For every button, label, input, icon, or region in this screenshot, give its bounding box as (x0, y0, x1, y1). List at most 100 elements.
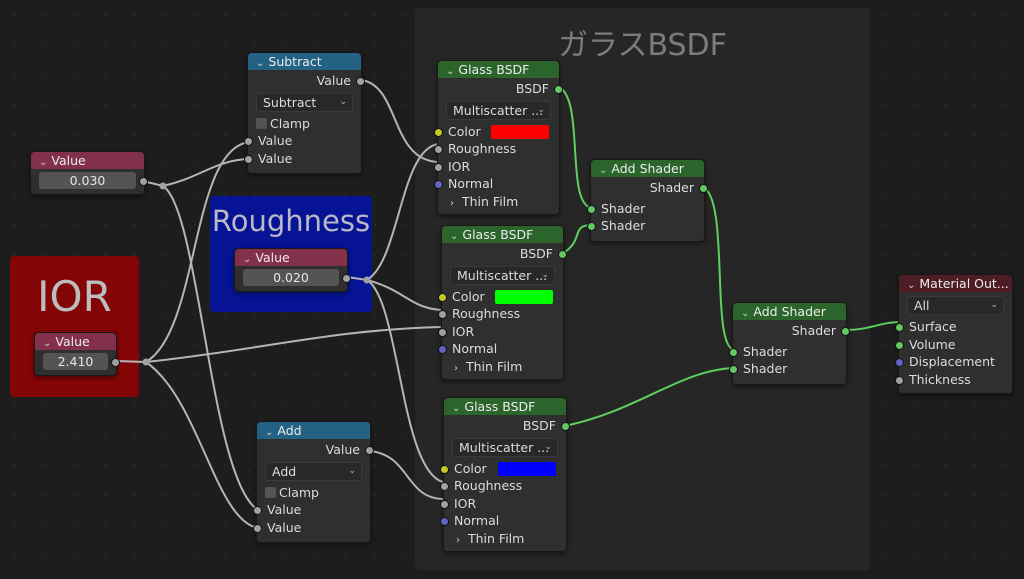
node-material-output[interactable]: ⌄Material Out... All⌄ Surface Volume Dis… (895, 274, 1013, 394)
socket-label: IOR (448, 158, 471, 174)
node-subtract[interactable]: ⌄Subtract Value Subtract⌄ Clamp Value Va… (244, 52, 365, 174)
input-row: Value (244, 150, 361, 168)
socket-label: Value (325, 442, 360, 457)
color-swatch[interactable] (498, 461, 556, 476)
output-socket-value[interactable] (365, 446, 374, 455)
node-header[interactable]: ⌄Glass BSDF (442, 226, 563, 243)
input-socket-color[interactable] (434, 127, 443, 137)
collapse-icon[interactable]: ⌄ (741, 308, 750, 319)
socket-label: Thickness (909, 371, 971, 387)
node-header[interactable]: ⌄Glass BSDF (444, 398, 566, 415)
input-socket-shader-1[interactable] (729, 347, 738, 357)
node-add[interactable]: ⌄Add Value Add⌄ Clamp Value Value (253, 421, 374, 543)
input-socket-normal[interactable] (438, 345, 447, 354)
collapse-icon[interactable]: ⌄ (39, 157, 48, 168)
value-field[interactable]: 0.030 (39, 172, 136, 189)
input-socket-value-1[interactable] (253, 506, 262, 515)
input-socket-normal[interactable] (434, 180, 443, 189)
input-socket-value-1[interactable] (244, 137, 253, 146)
input-socket-surface[interactable] (895, 323, 904, 332)
collapse-icon[interactable]: ⌄ (243, 254, 252, 265)
node-header[interactable]: ⌄Add (257, 422, 370, 439)
node-glass-bsdf-blue[interactable]: ⌄Glass BSDF BSDF Multiscatter ...⌄ Color… (440, 397, 570, 552)
value-field[interactable]: 0.020 (243, 269, 339, 286)
node-add-shader-2[interactable]: ⌄Add Shader Shader Shader Shader (729, 302, 850, 385)
checkbox-icon[interactable] (265, 486, 276, 498)
input-socket-shader-2[interactable] (729, 365, 738, 374)
socket-label: Value (267, 502, 302, 517)
distribution-dropdown[interactable]: Multiscatter ...⌄ (446, 100, 551, 120)
output-socket-bsdf[interactable] (554, 85, 563, 94)
input-socket-ior[interactable] (434, 162, 443, 172)
input-row-roughness: Roughness (440, 477, 566, 495)
input-socket-ior[interactable] (440, 499, 449, 509)
collapse-icon[interactable]: ⌄ (907, 280, 916, 291)
output-socket-value[interactable] (356, 77, 365, 86)
output-socket-shader[interactable] (699, 184, 708, 193)
collapse-icon[interactable]: ⌄ (446, 66, 455, 77)
input-row-normal: Normal (440, 512, 566, 530)
node-add-shader-1[interactable]: ⌄Add Shader Shader Shader Shader (587, 159, 708, 242)
checkbox-icon[interactable] (256, 117, 267, 129)
node-header[interactable]: ⌄Value (235, 249, 347, 266)
distribution-dropdown[interactable]: Multiscatter ...⌄ (450, 265, 555, 285)
input-socket-thickness[interactable] (895, 375, 904, 385)
input-row-color: Color (438, 288, 563, 306)
input-socket-displacement[interactable] (895, 358, 904, 367)
node-title: Glass BSDF (458, 62, 530, 77)
node-title: Value (255, 250, 290, 265)
operation-dropdown[interactable]: Add⌄ (265, 461, 362, 481)
input-socket-normal[interactable] (440, 517, 449, 526)
input-row-volume: Volume (895, 336, 1012, 354)
node-value-ior[interactable]: ⌄Value 2.410 (34, 332, 120, 376)
input-socket-roughness[interactable] (440, 482, 449, 491)
node-glass-bsdf-green[interactable]: ⌄Glass BSDF BSDF Multiscatter ...⌄ Color… (438, 225, 567, 380)
node-glass-bsdf-red[interactable]: ⌄Glass BSDF BSDF Multiscatter ...⌄ Color… (434, 60, 563, 215)
output-socket-bsdf[interactable] (561, 422, 570, 431)
socket-label: Color (448, 123, 481, 139)
thin-film-panel[interactable]: › Thin Film (442, 358, 563, 376)
input-socket-value-2[interactable] (253, 523, 262, 533)
output-socket-value[interactable] (139, 177, 148, 186)
output-socket-shader[interactable] (841, 327, 850, 336)
socket-label: Roughness (448, 141, 517, 156)
collapse-icon[interactable]: ⌄ (450, 231, 459, 242)
operation-dropdown[interactable]: Subtract⌄ (256, 92, 353, 112)
node-header[interactable]: ⌄Material Out... (899, 275, 1012, 292)
input-socket-roughness[interactable] (434, 145, 443, 154)
collapse-icon[interactable]: ⌄ (256, 58, 265, 69)
node-header[interactable]: ⌄Subtract (248, 53, 361, 70)
input-socket-shader-1[interactable] (587, 204, 596, 214)
collapse-icon[interactable]: ⌄ (452, 403, 461, 414)
collapse-icon[interactable]: ⌄ (43, 338, 52, 349)
clamp-checkbox[interactable]: Clamp (257, 484, 370, 502)
output-socket-bsdf[interactable] (558, 250, 567, 259)
node-header[interactable]: ⌄Add Shader (733, 303, 846, 320)
node-header[interactable]: ⌄Add Shader (591, 160, 704, 177)
input-socket-shader-2[interactable] (587, 222, 596, 231)
input-socket-roughness[interactable] (438, 310, 447, 319)
color-swatch[interactable] (495, 289, 553, 304)
value-field[interactable]: 2.410 (43, 353, 108, 370)
output-socket-value[interactable] (111, 358, 120, 367)
clamp-checkbox[interactable]: Clamp (248, 115, 361, 133)
collapse-icon[interactable]: ⌄ (265, 427, 274, 438)
node-value-roughness[interactable]: ⌄Value 0.020 (234, 248, 351, 292)
thin-film-panel[interactable]: › Thin Film (444, 530, 566, 548)
color-swatch[interactable] (491, 124, 549, 139)
target-dropdown[interactable]: All⌄ (907, 296, 1004, 315)
input-socket-color[interactable] (440, 464, 449, 474)
input-socket-volume[interactable] (895, 340, 904, 350)
output-socket-value[interactable] (342, 274, 351, 283)
distribution-dropdown[interactable]: Multiscatter ...⌄ (452, 437, 558, 457)
thin-film-panel[interactable]: › Thin Film (438, 193, 559, 211)
input-socket-value-2[interactable] (244, 154, 253, 164)
node-header[interactable]: ⌄Value (31, 152, 144, 169)
input-socket-color[interactable] (438, 292, 447, 302)
node-header[interactable]: ⌄Value (35, 333, 116, 350)
node-header[interactable]: ⌄Glass BSDF (438, 61, 559, 78)
collapse-icon[interactable]: ⌄ (599, 165, 608, 176)
node-value-a[interactable]: ⌄Value 0.030 (30, 151, 148, 195)
input-socket-ior[interactable] (438, 327, 447, 337)
output-row: Shader (733, 322, 850, 340)
